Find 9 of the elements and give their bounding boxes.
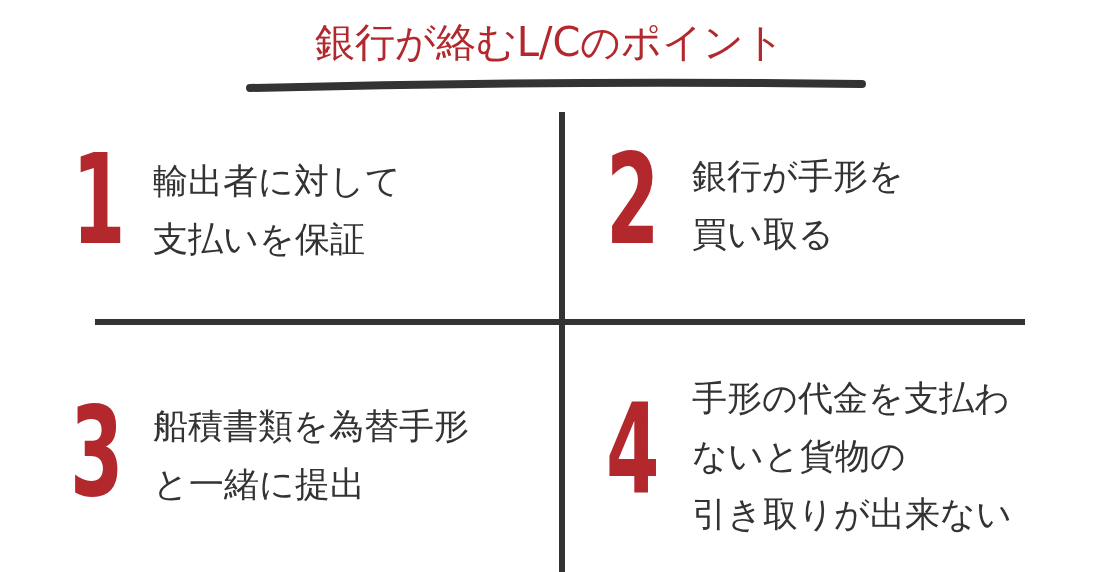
point-number: 3 — [70, 390, 124, 514]
point-text: 輸出者に対して支払いを保証 — [153, 160, 401, 261]
point-text: 手形の代金を支払わないと貨物の引き取りが出来ない — [692, 377, 1012, 536]
point-text: 船積書類を為替手形と一緒に提出 — [153, 405, 469, 506]
point-text: 銀行が手形を買い取る — [692, 155, 904, 256]
point-number: 2 — [606, 138, 660, 262]
title: 銀行が絡むL/Cのポイント — [314, 18, 786, 67]
point-number: 4 — [606, 388, 660, 512]
point-number: 1 — [72, 138, 126, 262]
